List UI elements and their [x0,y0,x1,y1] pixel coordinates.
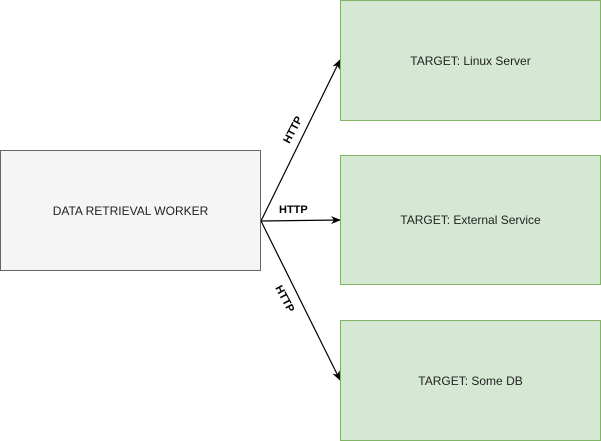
target-some-db-label: TARGET: Some DB [418,373,523,388]
edge-to-linux-server [260,59,341,222]
edge-label-external-service: HTTP [279,204,308,216]
edge-to-some-db [260,220,341,381]
edge-to-external-service [260,216,341,225]
target-external-service-node[interactable]: TARGET: External Service [340,155,601,285]
target-some-db-node[interactable]: TARGET: Some DB [340,320,601,441]
target-linux-server-label: TARGET: Linux Server [410,53,531,68]
data-retrieval-worker-node[interactable]: DATA RETRIEVAL WORKER [0,150,261,271]
source-node-label: DATA RETRIEVAL WORKER [52,203,209,218]
target-external-service-label: TARGET: External Service [400,213,541,227]
target-linux-server-node[interactable]: TARGET: Linux Server [340,0,601,121]
